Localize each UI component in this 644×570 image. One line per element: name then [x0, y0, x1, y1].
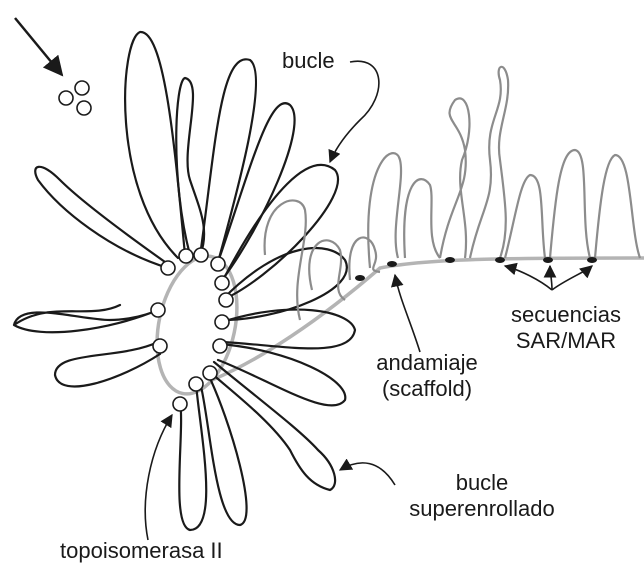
topoisomerasa-label: topoisomerasa II: [60, 538, 223, 564]
superenrollado-line-1: bucle: [392, 470, 572, 496]
andamiaje-line-2: (scaffold): [352, 376, 502, 402]
andamiaje-label: andamiaje (scaffold): [352, 350, 502, 402]
free-proteins: [59, 81, 91, 115]
bucle-label: bucle: [282, 48, 335, 74]
scaffold-proteins: [151, 248, 233, 411]
callouts: [145, 61, 592, 540]
entry-arrow: [15, 18, 62, 75]
bucle-superenrollado-label: bucle superenrollado: [392, 470, 572, 522]
secuencias-label: secuencias SAR/MAR: [496, 302, 636, 354]
secuencias-line-2: SAR/MAR: [496, 328, 636, 354]
secuencias-line-1: secuencias: [496, 302, 636, 328]
grey-loops: [265, 67, 640, 320]
andamiaje-line-1: andamiaje: [352, 350, 502, 376]
superenrollado-line-2: superenrollado: [392, 496, 572, 522]
dark-loops: [14, 32, 355, 530]
